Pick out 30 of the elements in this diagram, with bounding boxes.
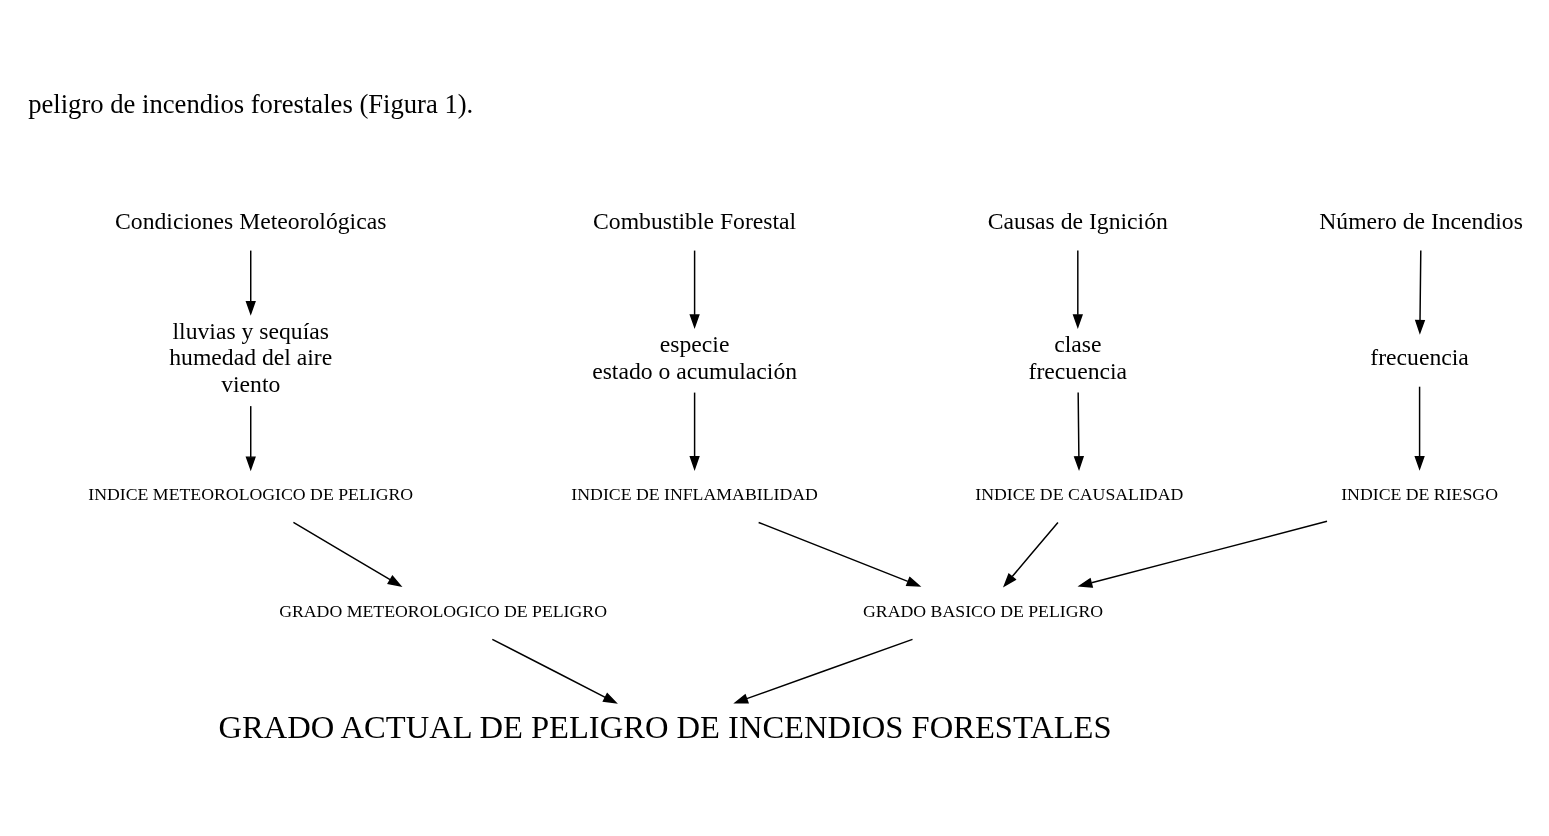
node-text: Condiciones Meteorológicas	[115, 208, 387, 235]
arrow	[1073, 391, 1085, 471]
arrow	[1414, 385, 1425, 471]
arrow	[1002, 521, 1059, 588]
node-text: Combustible Forestal	[593, 208, 797, 235]
arrow	[689, 249, 700, 330]
node-text: clase frecuencia	[1028, 330, 1128, 384]
node-text: GRADO ACTUAL DE PELIGRO DE INCENDIOS FORESTALES	[218, 708, 1112, 745]
node-text: frecuencia	[1370, 344, 1469, 371]
arrow	[1072, 249, 1083, 330]
node-text: INDICE DE RIESGO	[1341, 484, 1498, 505]
node-text: Número de Incendios	[1319, 208, 1523, 235]
node-text: INDICE DE CAUSALIDAD	[975, 484, 1184, 505]
node-text: INDICE DE INFLAMABILIDAD	[571, 484, 818, 505]
arrow	[757, 521, 922, 587]
node-text: GRADO BASICO DE PELIGRO	[863, 601, 1104, 622]
arrow	[733, 638, 914, 704]
arrow	[1414, 249, 1426, 335]
arrow	[1077, 520, 1328, 588]
node-text: especie estado o acumulación	[592, 330, 798, 384]
arrow	[292, 521, 403, 587]
node-text: GRADO METEOROLOGICO DE PELIGRO	[279, 601, 608, 622]
node-text: Causas de Ignición	[987, 208, 1168, 235]
arrow	[245, 249, 256, 316]
arrow	[689, 391, 700, 471]
arrow	[491, 638, 618, 704]
node-text: INDICE METEOROLOGICO DE PELIGRO	[88, 484, 414, 505]
label: peligro de incendios forestales (Figura 1).	[28, 89, 474, 120]
node-text: lluvias y sequías humedad del aire viento	[169, 317, 333, 397]
arrow	[245, 405, 256, 472]
